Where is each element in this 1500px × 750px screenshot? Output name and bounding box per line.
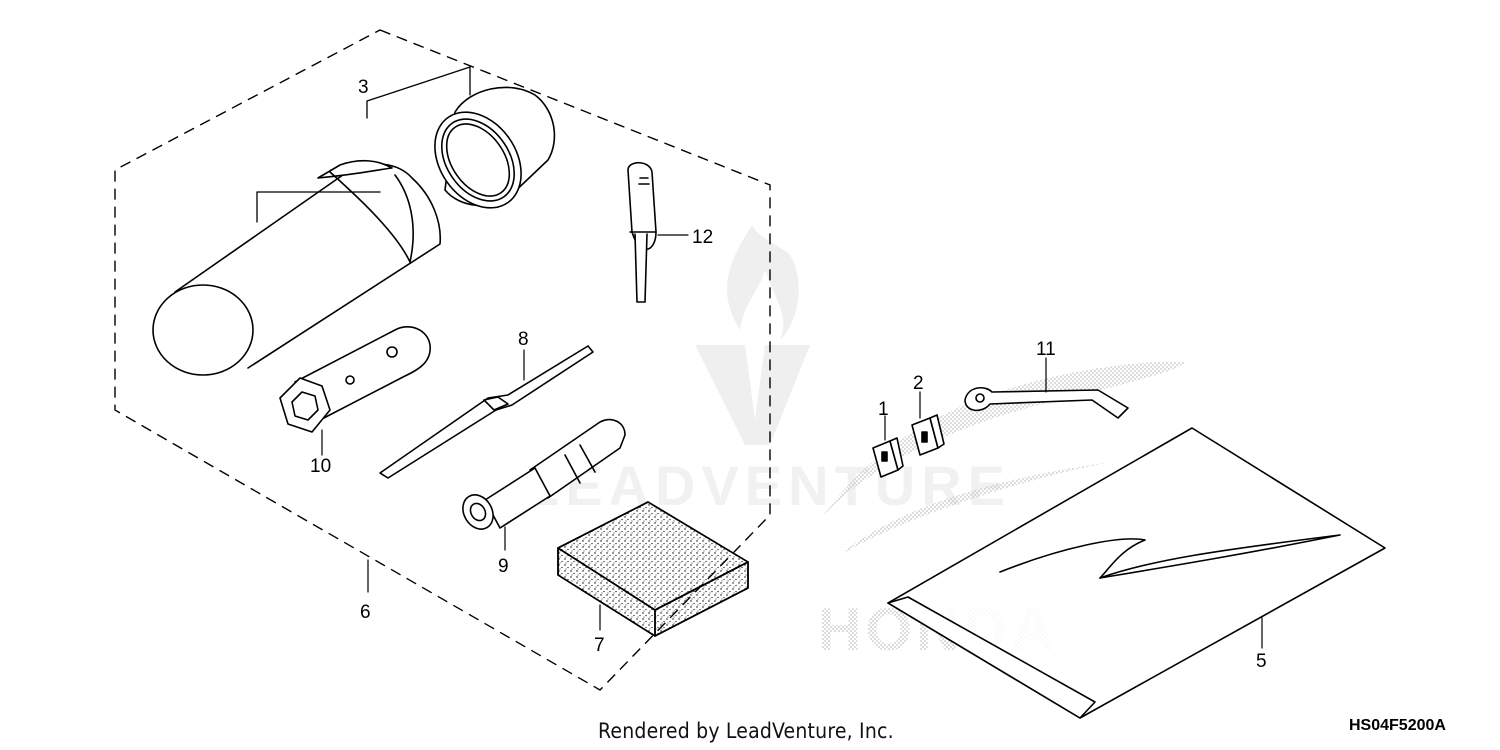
flame-watermark-icon bbox=[727, 225, 799, 340]
callout-8: 8 bbox=[518, 329, 529, 350]
callout-7: 7 bbox=[594, 635, 605, 656]
callout-9: 9 bbox=[498, 556, 509, 577]
callout-10: 10 bbox=[310, 456, 332, 477]
callout-6: 6 bbox=[360, 602, 371, 623]
drawing-code: HS04F5200A bbox=[1349, 717, 1446, 734]
tool-11 bbox=[964, 357, 1129, 419]
callout-2: 2 bbox=[913, 373, 924, 394]
socket-handle-9 bbox=[462, 418, 626, 551]
leadventure-watermark-text: LEADVENTURE bbox=[525, 454, 1011, 517]
sponge-7 bbox=[557, 501, 749, 637]
document-bag-5 bbox=[887, 427, 1386, 719]
tool-case-tube bbox=[152, 159, 442, 376]
footer-credit: Rendered by LeadVenture, Inc. bbox=[598, 719, 894, 743]
callout-3-bracket bbox=[256, 66, 471, 223]
callout-12: 12 bbox=[692, 227, 714, 248]
plug-wrench-10 bbox=[279, 326, 431, 456]
fuse-2 bbox=[911, 391, 945, 456]
screwdriver-blade-8 bbox=[379, 345, 594, 479]
fuse-1 bbox=[872, 415, 904, 478]
v-watermark-icon bbox=[695, 345, 810, 445]
screwdriver-12 bbox=[627, 161, 689, 303]
callout-1: 1 bbox=[878, 399, 889, 420]
tool-kit-boundary bbox=[114, 29, 771, 691]
tool-case-cap bbox=[434, 86, 556, 209]
callout-3: 3 bbox=[358, 77, 369, 98]
callout-11: 11 bbox=[1036, 339, 1056, 360]
callout-5: 5 bbox=[1256, 651, 1267, 672]
leadventure-watermark: LEADVENTURE bbox=[525, 225, 1011, 517]
